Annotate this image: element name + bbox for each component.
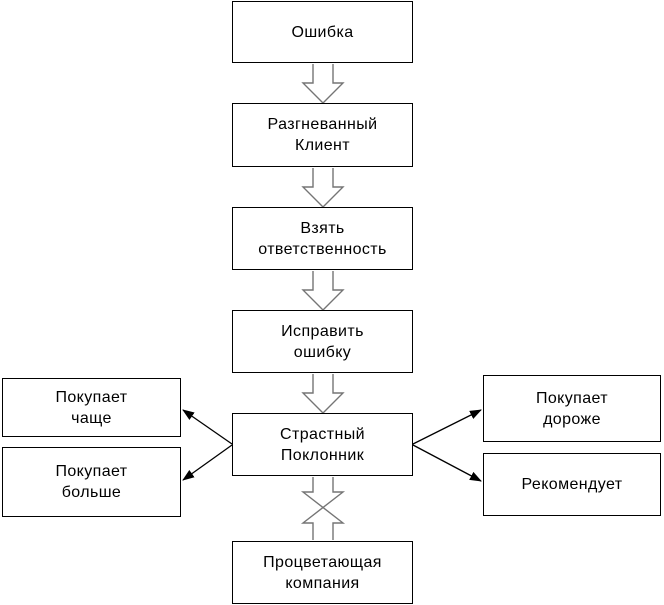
node-error: Ошибка (232, 1, 413, 63)
node-angry-client-label: Разгневанный Клиент (267, 116, 378, 154)
node-take-responsibility: Взять ответственность (232, 207, 413, 270)
block-arrow-take-responsibility-to-fix-error (301, 271, 345, 311)
node-fix-error: Исправить ошибку (232, 310, 413, 373)
node-buys-more-often-label: Покупает чаще (55, 388, 128, 427)
node-raving-fan-label: Страстный Поклонник (280, 425, 365, 464)
node-thriving-company-label: Процветающая компания (263, 553, 382, 592)
node-recommends-label: Рекомендует (521, 476, 623, 493)
block-arrow-error-to-angry-client (301, 64, 345, 104)
line-arrow-raving-fan-to-buys-more (182, 444, 233, 481)
line-arrow-raving-fan-to-buys-more-often (182, 409, 233, 445)
node-buys-more: Покупает больше (2, 447, 181, 517)
block-arrow-crossed-raving-fan-to-thriving-company-2 (300, 477, 346, 540)
block-arrow-fix-error-to-raving-fan (301, 374, 345, 414)
line-arrow-raving-fan-to-recommends (412, 444, 482, 482)
node-recommends: Рекомендует (483, 453, 661, 516)
node-error-label: Ошибка (291, 23, 354, 41)
line-arrow-raving-fan-to-buys-dearer (412, 409, 482, 445)
block-arrow-crossed-raving-fan-to-thriving-company (300, 477, 346, 540)
node-buys-more-label: Покупает больше (55, 463, 128, 501)
node-angry-client: Разгневанный Клиент (232, 103, 413, 167)
node-buys-dearer-label: Покупает дороже (535, 389, 609, 428)
node-take-responsibility-label: Взять ответственность (258, 219, 387, 258)
block-arrow-angry-client-to-take-responsibility (301, 168, 345, 208)
node-buys-more-often: Покупает чаще (2, 378, 181, 437)
node-raving-fan: Страстный Поклонник (232, 413, 413, 476)
node-buys-dearer: Покупает дороже (483, 375, 661, 442)
node-fix-error-label: Исправить ошибку (281, 322, 364, 361)
node-thriving-company: Процветающая компания (232, 541, 413, 604)
